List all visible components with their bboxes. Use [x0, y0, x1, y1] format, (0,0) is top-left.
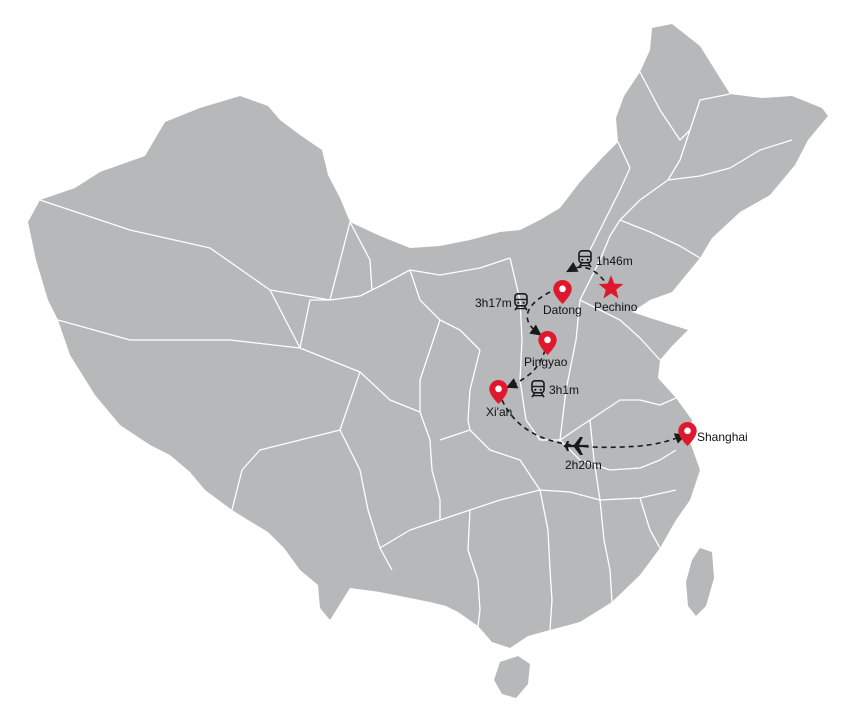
airplane-icon — [564, 437, 589, 455]
city-label-shanghai: Shanghai — [697, 430, 748, 444]
star-icon — [598, 275, 624, 299]
hainan-island-shape — [494, 656, 530, 698]
city-label-xian: Xi'an — [486, 405, 512, 419]
city-label-datong: Datong — [543, 303, 582, 317]
duration-label-datong-pingyao: 3h17m — [475, 296, 512, 310]
route-datong-pingyao — [526, 291, 551, 336]
china-mainland-shape — [28, 24, 828, 648]
duration-label-xian-shanghai: 2h20m — [565, 458, 602, 472]
city-label-pingyao: Pingyao — [524, 355, 568, 369]
route-pingyao-xian — [505, 349, 546, 389]
route-xian-shanghai — [501, 399, 687, 449]
taiwan-island-shape — [686, 548, 714, 616]
duration-label-pechino-datong: 1h46m — [596, 254, 633, 268]
city-label-pechino: Pechino — [594, 300, 638, 314]
province-borders — [39, 71, 793, 631]
duration-label-pingyao-xian: 3h1m — [549, 383, 579, 397]
